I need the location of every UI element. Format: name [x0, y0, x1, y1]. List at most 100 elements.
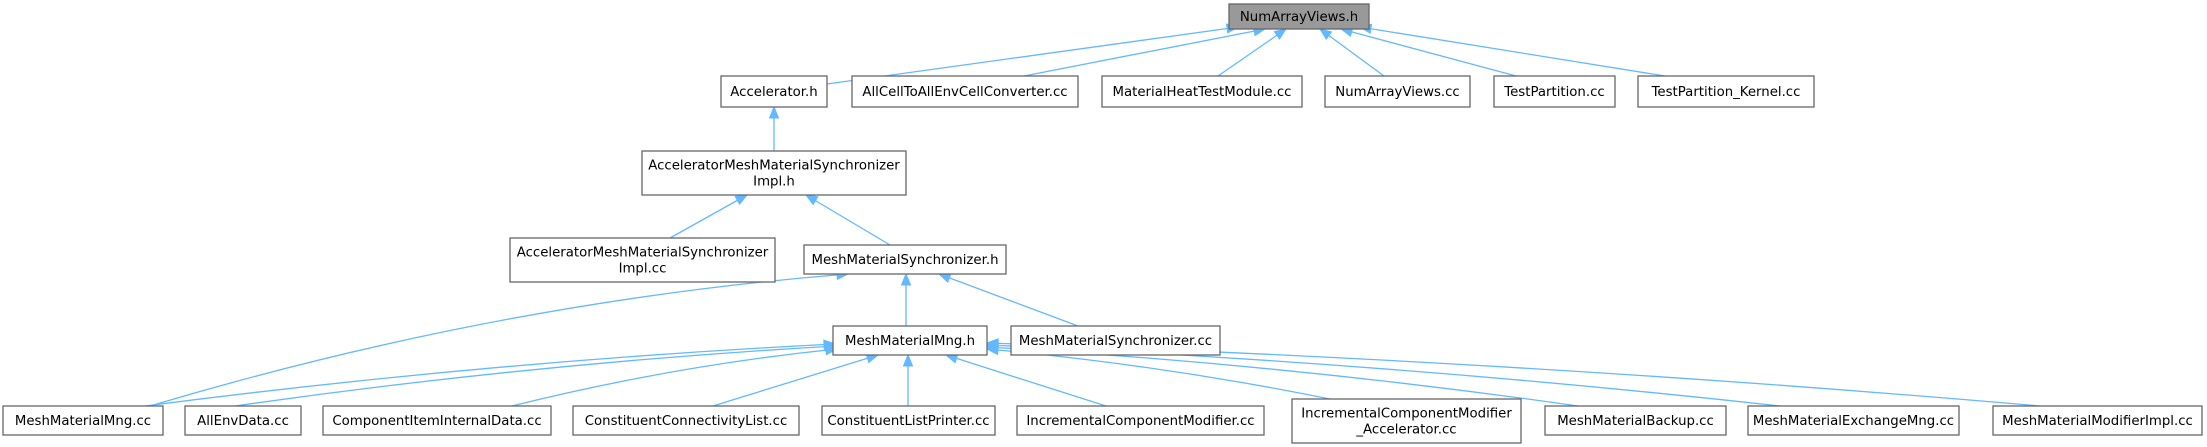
node-accel-h[interactable]: Accelerator.h: [720, 75, 828, 108]
node-box: [803, 244, 1007, 275]
edge-arrowhead: [900, 272, 912, 286]
node-box: [720, 75, 828, 108]
node-constconn[interactable]: ConstituentConnectivityList.cc: [572, 405, 800, 436]
node-box: [641, 150, 907, 196]
node-allenv[interactable]: AllEnvData.cc: [184, 405, 302, 436]
node-mmbackup[interactable]: MeshMaterialBackup.cc: [1544, 405, 1727, 436]
node-label: MeshMaterialSynchronizer.h: [812, 253, 999, 268]
edge-line: [234, 345, 837, 407]
node-box: [2, 405, 164, 436]
node-mmmodimpl[interactable]: MeshMaterialModifierImpl.cc: [1992, 405, 2203, 436]
node-label: AllCellToAllEnvCellConverter.cc: [862, 85, 1067, 100]
node-mmng-h[interactable]: MeshMaterialMng.h: [832, 325, 988, 356]
node-box: [1992, 405, 2203, 436]
node-incmod[interactable]: IncrementalComponentModifier.cc: [1016, 405, 1265, 436]
edge-line: [1359, 26, 1666, 77]
edge-testpart-to-root: [1339, 26, 1517, 77]
node-label: NumArrayViews.h: [1240, 10, 1358, 25]
edge-arrowhead: [937, 273, 952, 283]
edge-testpartk-to-root: [1358, 23, 1666, 77]
node-label: MeshMaterialExchangeMng.cc: [1753, 414, 1954, 429]
edge-arrowhead: [985, 338, 999, 349]
node-box: [1544, 405, 1727, 436]
edge-line: [938, 273, 1079, 327]
node-label: TestPartition_Kernel.cc: [1651, 85, 1801, 100]
node-label: AcceleratorMeshMaterialSynchronizer: [648, 159, 900, 174]
node-box: [1016, 405, 1265, 436]
node-allcell[interactable]: AllCellToAllEnvCellConverter.cc: [851, 75, 1079, 108]
node-box: [1747, 405, 1960, 436]
node-box: [572, 405, 800, 436]
edge-numcc-to-root: [1318, 28, 1385, 77]
edge-line: [712, 354, 879, 407]
node-box: [832, 325, 988, 356]
node-box: [1291, 398, 1522, 444]
edge-mmng_cc-to-mmng_h: [144, 339, 837, 407]
edge-line: [1340, 28, 1517, 77]
node-label: NumArrayViews.cc: [1335, 85, 1459, 100]
edge-constconn-to-mmng_h: [712, 353, 880, 407]
edge-line: [1023, 28, 1266, 77]
node-mmng-cc[interactable]: MeshMaterialMng.cc: [2, 405, 164, 436]
edge-line: [1319, 28, 1385, 77]
edge-line: [986, 348, 1331, 400]
node-label: MeshMaterialMng.cc: [15, 414, 151, 429]
edge-mms_cc-to-mms_h: [937, 273, 1079, 327]
node-box: [1324, 75, 1471, 108]
node-label: Accelerator.h: [730, 85, 817, 100]
edge-line: [149, 273, 849, 407]
edge-line: [144, 343, 836, 407]
edge-incmod-to-mmng_h: [944, 353, 1107, 407]
node-constprint[interactable]: ConstituentListPrinter.cc: [821, 405, 996, 436]
node-numcc[interactable]: NumArrayViews.cc: [1324, 75, 1471, 108]
edge-line: [1217, 28, 1287, 77]
node-label: IncrementalComponentModifier: [1301, 407, 1512, 422]
node-mms-cc[interactable]: MeshMaterialSynchronizer.cc: [1010, 325, 1221, 356]
node-box: [1637, 75, 1815, 108]
node-incmodacc[interactable]: IncrementalComponentModifier_Accelerator…: [1291, 398, 1522, 444]
node-mmexch[interactable]: MeshMaterialExchangeMng.cc: [1747, 405, 1960, 436]
node-ams-cc[interactable]: AcceleratorMeshMaterialSynchronizerImpl.…: [509, 237, 776, 283]
edge-ams_h-to-accel_h: [768, 105, 780, 151]
edge-line: [945, 354, 1107, 407]
node-label: AcceleratorMeshMaterialSynchronizer: [517, 246, 769, 261]
edge-arrowhead: [804, 194, 819, 206]
edge-arrowhead: [768, 105, 780, 119]
node-label: Impl.h: [753, 175, 795, 190]
edge-arrowhead: [902, 353, 914, 367]
edge-matheat-to-root: [1217, 28, 1288, 77]
node-compitem[interactable]: ComponentItemInternalData.cc: [322, 405, 552, 436]
node-label: ConstituentListPrinter.cc: [827, 414, 989, 429]
edge-constprint-to-mmng_h: [902, 353, 914, 406]
edge-arrowhead: [1273, 28, 1288, 40]
edge-mmng_cc-to-mms_h: [149, 269, 850, 407]
edge-mmng_h-to-mms_h: [900, 272, 912, 326]
node-box: [509, 237, 776, 283]
node-root[interactable]: NumArrayViews.h: [1228, 3, 1370, 30]
node-box: [821, 405, 996, 436]
node-testpartk[interactable]: TestPartition_Kernel.cc: [1637, 75, 1815, 108]
node-box: [1493, 75, 1616, 108]
edge-line: [826, 26, 1239, 85]
node-mms-h[interactable]: MeshMaterialSynchronizer.h: [803, 244, 1007, 275]
edge-arrowhead: [734, 194, 749, 206]
node-label: ConstituentConnectivityList.cc: [585, 414, 788, 429]
edge-compitem-to-mmng_h: [511, 344, 839, 407]
node-label: MeshMaterialBackup.cc: [1557, 414, 1714, 429]
node-matheat[interactable]: MaterialHeatTestModule.cc: [1101, 75, 1303, 108]
node-ams-h[interactable]: AcceleratorMeshMaterialSynchronizerImpl.…: [641, 150, 907, 196]
node-label: MeshMaterialSynchronizer.cc: [1019, 334, 1212, 349]
edge-mms_h-to-ams_h: [804, 194, 891, 246]
edge-ams_cc-to-ams_h: [669, 194, 749, 239]
node-box: [322, 405, 552, 436]
node-label: MeshMaterialModifierImpl.cc: [2002, 414, 2193, 429]
edge-line: [669, 194, 748, 239]
node-label: AllEnvData.cc: [197, 414, 289, 429]
node-testpart[interactable]: TestPartition.cc: [1493, 75, 1616, 108]
node-box: [184, 405, 302, 436]
node-box: [1101, 75, 1303, 108]
node-label: MeshMaterialMng.h: [845, 334, 975, 349]
node-label: ComponentItemInternalData.cc: [332, 414, 541, 429]
